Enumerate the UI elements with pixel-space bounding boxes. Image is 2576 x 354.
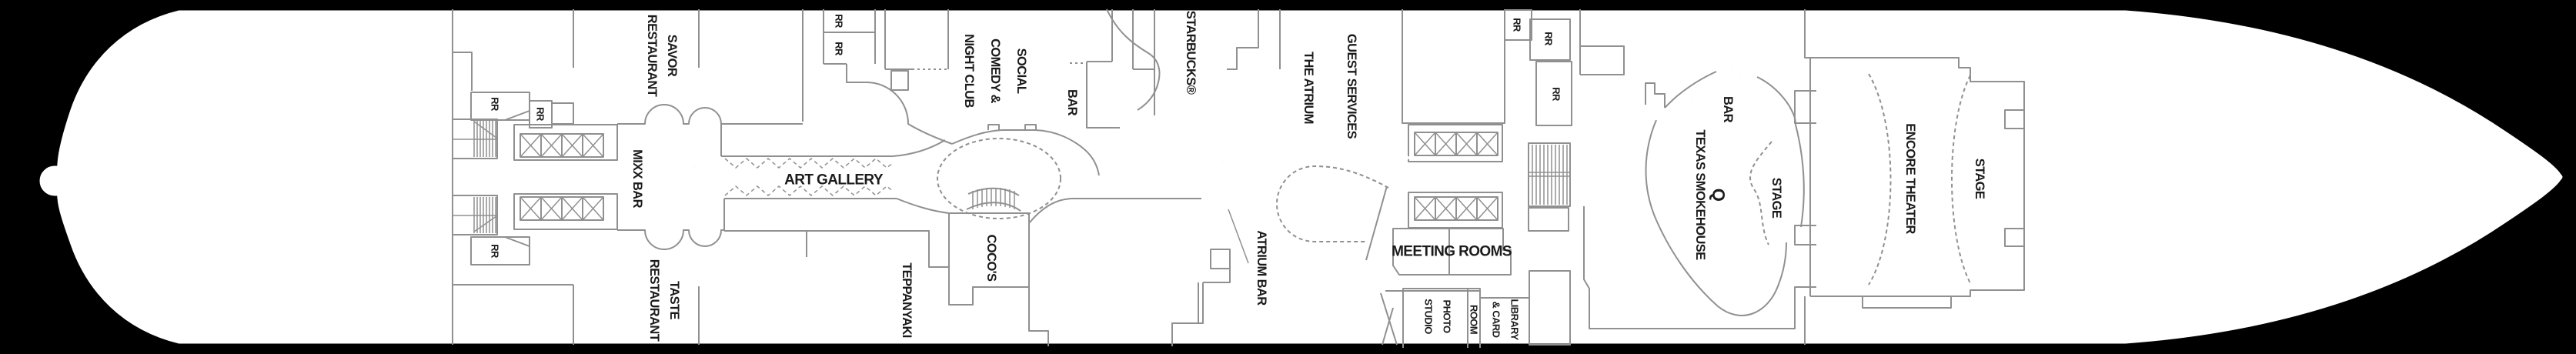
elevator-bank-aft-top bbox=[513, 124, 618, 161]
elevator-bank-forward-bottom bbox=[1408, 192, 1503, 229]
elevator-bank-forward-top bbox=[1408, 124, 1503, 162]
deck-labels: SAVOR RESTAURANT TASTE RESTAURANT MIXX B… bbox=[489, 11, 1987, 342]
label-meeting-rooms: MEETING ROOMS bbox=[1392, 244, 1512, 260]
label-taste-restaurant-line2: RESTAURANT bbox=[647, 259, 661, 342]
label-guest-services: GUEST SERVICES bbox=[1345, 34, 1358, 139]
stairs-icon-forward bbox=[1528, 142, 1571, 207]
label-restroom-aft-3: RR bbox=[489, 244, 501, 259]
label-restroom-aft-1: RR bbox=[489, 97, 501, 112]
label-photo-studio-line2: STUDIO bbox=[1423, 299, 1435, 334]
atrium-bar-counter-icon bbox=[1201, 191, 1249, 264]
label-teppanyaki: TEPPANYAKI bbox=[900, 262, 914, 338]
atrium-oval-opening bbox=[937, 138, 1061, 219]
label-mixx-bar: MIXX BAR bbox=[630, 149, 644, 209]
stairs-icon-aft-top bbox=[452, 119, 498, 159]
label-smokehouse-stage: STAGE bbox=[1769, 178, 1783, 219]
mixx-bar-counter-icon bbox=[660, 157, 698, 198]
label-restroom-fwd-1: RR bbox=[1512, 18, 1523, 32]
label-savor-restaurant-line2: RESTAURANT bbox=[645, 15, 659, 97]
label-social-club-line2: COMEDY & bbox=[988, 38, 1002, 104]
label-library-line1: LIBRARY bbox=[1509, 299, 1521, 340]
label-encore-theater: ENCORE THEATER bbox=[1903, 123, 1917, 234]
label-library-line2: & CARD bbox=[1491, 302, 1502, 338]
ship-hull-outline bbox=[34, 5, 2568, 349]
starbucks-counter-icon bbox=[1154, 118, 1225, 162]
atrium-void-outline bbox=[1276, 165, 1389, 242]
interior-walls bbox=[452, 8, 2025, 348]
smokehouse-bar-counter-icon bbox=[1689, 66, 1789, 105]
theater-stage-arc bbox=[1951, 75, 1971, 284]
label-smokehouse-bar: BAR bbox=[1721, 96, 1735, 123]
label-theater-stage: STAGE bbox=[1973, 159, 1986, 199]
night-club-bar-counter-icon bbox=[1060, 82, 1078, 122]
label-restroom-fwd-2: RR bbox=[1543, 32, 1555, 46]
art-gallery-display-panels bbox=[724, 158, 894, 196]
stairs-icon-aft-bottom bbox=[452, 195, 498, 235]
label-cocos: COCO'S bbox=[984, 235, 998, 282]
spiral-staircase-icon bbox=[966, 187, 1021, 212]
label-savor-restaurant-line1: SAVOR bbox=[665, 35, 679, 77]
label-library-line3: ROOM bbox=[1468, 305, 1480, 334]
label-photo-studio-line1: PHOTO bbox=[1442, 300, 1453, 333]
theater-seating-arc bbox=[1868, 73, 1892, 286]
label-night-club-bar: BAR bbox=[1065, 89, 1079, 116]
label-social-club-line3: NIGHT CLUB bbox=[962, 34, 976, 108]
label-the-atrium: THE ATRIUM bbox=[1301, 52, 1315, 124]
label-restroom-aft-2: RR bbox=[535, 107, 546, 122]
guest-services-desk-icon bbox=[1372, 18, 1410, 161]
elevator-bank-aft-bottom bbox=[513, 193, 618, 230]
label-restroom-fwd-3: RR bbox=[1551, 87, 1562, 102]
label-atrium-bar: ATRIUM BAR bbox=[1255, 230, 1268, 306]
label-taste-restaurant-line1: TASTE bbox=[667, 281, 681, 319]
label-social-club-line1: SOCIAL bbox=[1014, 48, 1028, 94]
label-starbucks: STARBUCKS® bbox=[1184, 11, 1198, 95]
label-restroom-mid-2: RR bbox=[834, 42, 845, 56]
label-q-texas-smokehouse-line1: Q bbox=[1709, 189, 1729, 202]
label-restroom-mid-1: RR bbox=[834, 14, 845, 28]
label-art-gallery: ART GALLERY bbox=[784, 172, 884, 189]
label-q-texas-smokehouse-line2: TEXAS SMOKEHOUSE bbox=[1693, 129, 1707, 260]
